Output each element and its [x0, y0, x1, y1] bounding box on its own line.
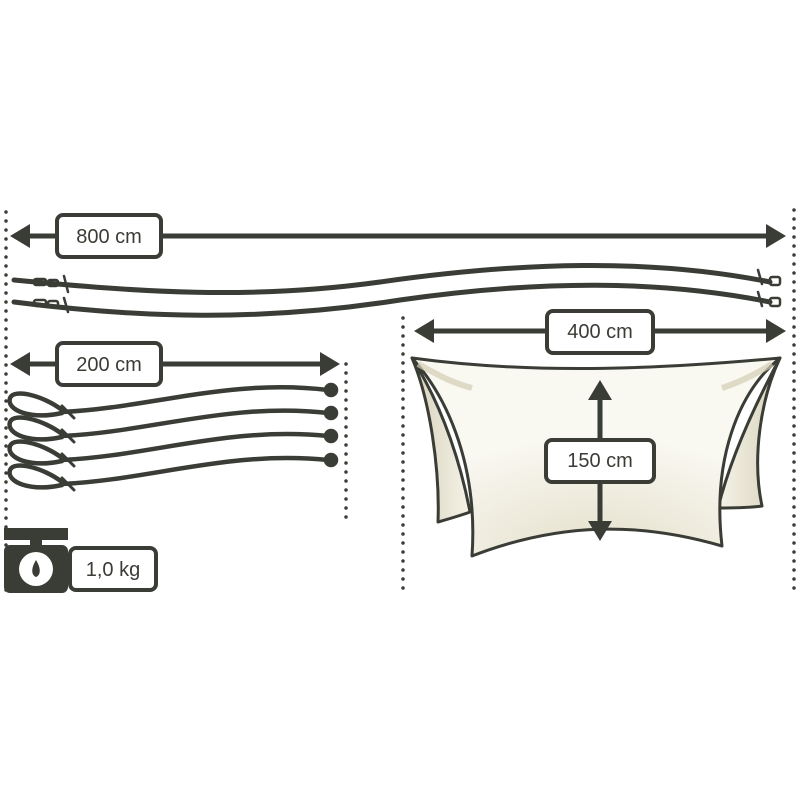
ridge-line-ropes — [11, 263, 782, 318]
guy-rope-1 — [7, 382, 339, 420]
tarp-height-dimension — [544, 380, 656, 541]
tarp-height-label: 150 cm — [567, 450, 633, 472]
weight-scale-icon — [4, 528, 68, 593]
total-length-label: 800 cm — [76, 226, 142, 248]
weight-label-box — [68, 546, 158, 592]
tarp-width-dimension — [414, 309, 786, 355]
tarp-left-wing — [410, 356, 472, 524]
guy-rope-2 — [7, 405, 339, 444]
total-length-dimension — [10, 213, 786, 259]
rope-length-label: 200 cm — [76, 354, 142, 376]
ridge-rope-upper — [11, 263, 773, 296]
tarp-right-wing — [716, 356, 782, 510]
rope-length-dimension — [10, 341, 340, 387]
guy-rope-3 — [7, 428, 339, 468]
ridge-rope-lower — [11, 282, 773, 318]
ridge-tensioners-left — [32, 274, 70, 314]
tarp-width-label: 400 cm — [567, 321, 633, 343]
weight-label: 1,0 kg — [86, 559, 140, 581]
guide-lines — [4, 208, 796, 598]
guy-ropes — [7, 382, 339, 492]
ridge-tensioners-right — [756, 268, 782, 308]
guy-rope-4 — [7, 452, 339, 492]
